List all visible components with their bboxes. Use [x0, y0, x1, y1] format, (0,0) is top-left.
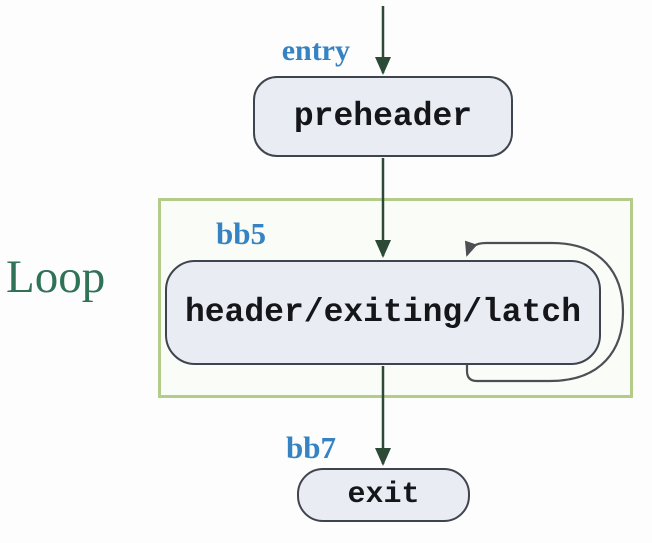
edge-label-bb7: bb7	[286, 430, 336, 465]
node-preheader: preheader	[253, 76, 513, 157]
node-exit-label: exit	[347, 478, 420, 512]
node-loop-body-label: header/exiting/latch	[184, 294, 582, 331]
node-preheader-label: preheader	[293, 98, 473, 135]
edge-label-bb5: bb5	[216, 216, 266, 251]
node-loop-body: header/exiting/latch	[165, 260, 601, 365]
edge-label-entry: entry	[281, 34, 350, 67]
loop-region-label: Loop	[6, 251, 106, 303]
node-exit: exit	[297, 468, 470, 522]
